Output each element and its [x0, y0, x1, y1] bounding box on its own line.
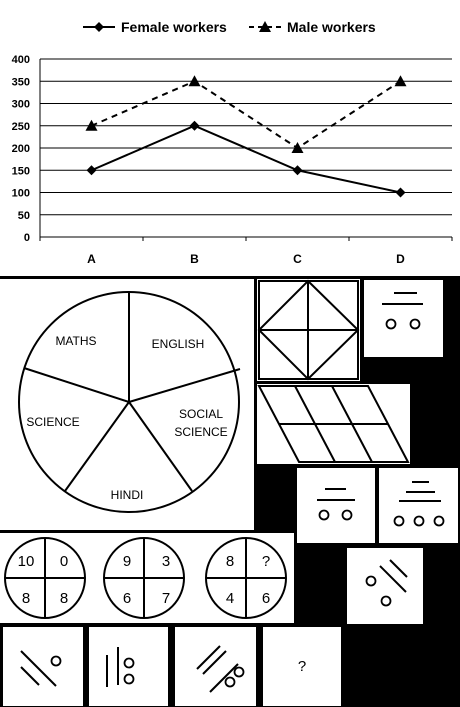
subject-pie-chart: MATHS ENGLISH SOCIAL SCIENCE SCIENCE HIN… — [18, 291, 241, 513]
circle2-top-right: 3 — [162, 553, 170, 570]
x-tick-label: D — [396, 252, 405, 266]
male-data-point — [291, 142, 304, 153]
answer-placeholder-panel: ? — [263, 627, 341, 706]
figure-diamond-square — [257, 279, 360, 381]
circle1-bottom-right: 8 — [60, 590, 68, 607]
y-tick-label: 150 — [12, 165, 30, 177]
chart-grid — [39, 58, 453, 241]
chart-series — [85, 75, 407, 198]
pie-label-science-2: SCIENCE — [174, 425, 227, 439]
pie-divider — [23, 367, 130, 403]
pie-panel: MATHS ENGLISH SOCIAL SCIENCE SCIENCE HIN… — [0, 279, 254, 530]
y-tick-label: 200 — [12, 143, 30, 155]
question-mark: ? — [298, 658, 306, 675]
y-tick-label: 50 — [18, 210, 30, 222]
number-circles-panel: 10 0 8 8 9 3 6 7 8 ? 4 6 — [0, 533, 294, 623]
figure-two-diagonals-two-circles — [347, 548, 423, 624]
circle3-bottom-right: 6 — [262, 590, 270, 607]
number-circle-3: 8 ? 4 6 — [205, 537, 287, 619]
legend-male-label: Male workers — [287, 19, 376, 35]
legend-female-label: Female workers — [121, 19, 227, 35]
number-circle-2: 9 3 6 7 — [103, 537, 185, 619]
male-data-point — [85, 119, 98, 131]
series-line-male — [91, 80, 402, 150]
figure-two-lines-two-circles — [364, 280, 443, 357]
circle3-bottom-left: 4 — [226, 590, 234, 607]
y-tick-label: 250 — [12, 121, 30, 133]
pie-divider — [128, 401, 193, 492]
figure-three-lines-three-circles — [379, 468, 458, 543]
male-data-point — [394, 75, 407, 87]
circle1-bottom-left: 8 — [22, 590, 30, 607]
y-tick-label: 400 — [12, 54, 30, 66]
pie-divider — [64, 401, 130, 492]
figure-bottom-2 — [89, 627, 168, 706]
chart-legend: Female workers Male workers — [83, 19, 376, 35]
series-line-female — [91, 124, 401, 194]
y-tick-label: 100 — [12, 188, 30, 200]
figure-parallelogram-grid — [257, 384, 410, 464]
pie-label-maths: MATHS — [55, 334, 96, 348]
pie-label-science: SCIENCE — [26, 415, 79, 429]
figure-bottom-1 — [3, 627, 83, 706]
pie-label-social: SOCIAL — [179, 407, 223, 421]
y-tick-label: 350 — [12, 76, 30, 88]
circle3-top-right: ? — [262, 553, 270, 570]
circle2-top-left: 9 — [123, 553, 131, 570]
male-data-point — [188, 75, 201, 87]
x-tick-label: C — [293, 252, 302, 266]
circle2-bottom-left: 6 — [123, 590, 131, 607]
y-tick-label: 0 — [24, 232, 30, 244]
number-circle-1: 10 0 8 8 — [4, 537, 86, 619]
female-data-point — [292, 165, 303, 176]
pie-label-english: ENGLISH — [152, 337, 205, 351]
figure-bottom-3 — [175, 627, 256, 706]
female-data-point — [86, 165, 97, 176]
legend-diamond-marker — [94, 22, 104, 32]
circle2-bottom-right: 7 — [162, 590, 170, 607]
female-data-point — [189, 120, 200, 131]
female-data-point — [395, 187, 406, 198]
circle1-top-left: 10 — [18, 553, 35, 570]
x-tick-label: A — [87, 252, 96, 266]
legend-triangle-marker — [259, 21, 271, 32]
chart-panel: Female workers Male workers 0 50 100 150 200… — [0, 0, 460, 276]
pie-divider — [128, 368, 241, 403]
y-tick-label: 300 — [12, 99, 30, 111]
circle1-top-right: 0 — [60, 553, 68, 570]
line-chart: Female workers Male workers 0 50 100 150 200… — [12, 19, 453, 266]
figure-one-line-two-circles — [297, 468, 375, 543]
circle3-top-left: 8 — [226, 553, 234, 570]
pie-label-hindi: HINDI — [111, 488, 144, 502]
x-tick-label: B — [190, 252, 199, 266]
